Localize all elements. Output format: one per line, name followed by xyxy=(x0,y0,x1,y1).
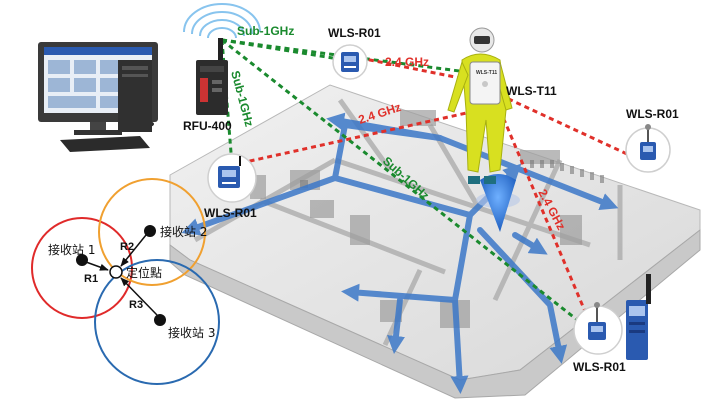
receiver-node-bottom xyxy=(573,274,651,360)
trilateration-diagram: 接收站 1 接收站 2 接收站 3 定位點 R1 R2 R3 xyxy=(31,178,220,385)
wls-r01-top-label: WLS-R01 xyxy=(328,26,381,40)
station1-range-circle xyxy=(31,217,133,319)
station1-label: 接收站 1 xyxy=(48,242,95,257)
station1-point xyxy=(76,254,88,266)
sub1ghz-top-label: Sub-1GHz xyxy=(237,24,294,38)
receiver-node-left xyxy=(207,153,257,203)
station3-point xyxy=(154,314,166,326)
r3-label: R3 xyxy=(129,299,143,311)
station2-label: 接收站 2 xyxy=(160,224,207,239)
receiver-node-top xyxy=(332,44,368,80)
ghz24-links xyxy=(231,56,641,336)
r3-line xyxy=(120,277,158,316)
sub1ghz-vertical-label: Sub-1GHz xyxy=(228,69,256,128)
station3-label: 接收站 3 xyxy=(168,325,215,340)
target-point xyxy=(109,265,123,279)
device-tag-text: WLS-T11 xyxy=(476,70,497,76)
station3-range-circle xyxy=(94,259,220,385)
wearable-tag-icon: WLS-T11 xyxy=(469,61,501,105)
station2-range-circle xyxy=(98,178,206,286)
target-label: 定位點 xyxy=(126,265,162,280)
wls-r01-bottom-label: WLS-R01 xyxy=(573,360,626,374)
ghz24-top-label: 2.4 GHz xyxy=(385,55,429,69)
r1-line xyxy=(85,261,109,271)
station2-point xyxy=(144,225,156,237)
r2-label: R2 xyxy=(120,241,134,253)
rfu-label: RFU-400 xyxy=(183,119,232,133)
desktop-computer-icon xyxy=(38,42,158,152)
wls-r01-left-label: WLS-R01 xyxy=(204,206,257,220)
r2-line xyxy=(120,234,147,267)
factory-floor-plan xyxy=(169,84,701,399)
wls-r01-right-label: WLS-R01 xyxy=(626,107,679,121)
r1-label: R1 xyxy=(84,273,98,285)
wls-t11-label: WLS-T11 xyxy=(506,84,557,98)
rfu-gateway-icon xyxy=(183,3,261,115)
receiver-node-right xyxy=(625,124,671,173)
